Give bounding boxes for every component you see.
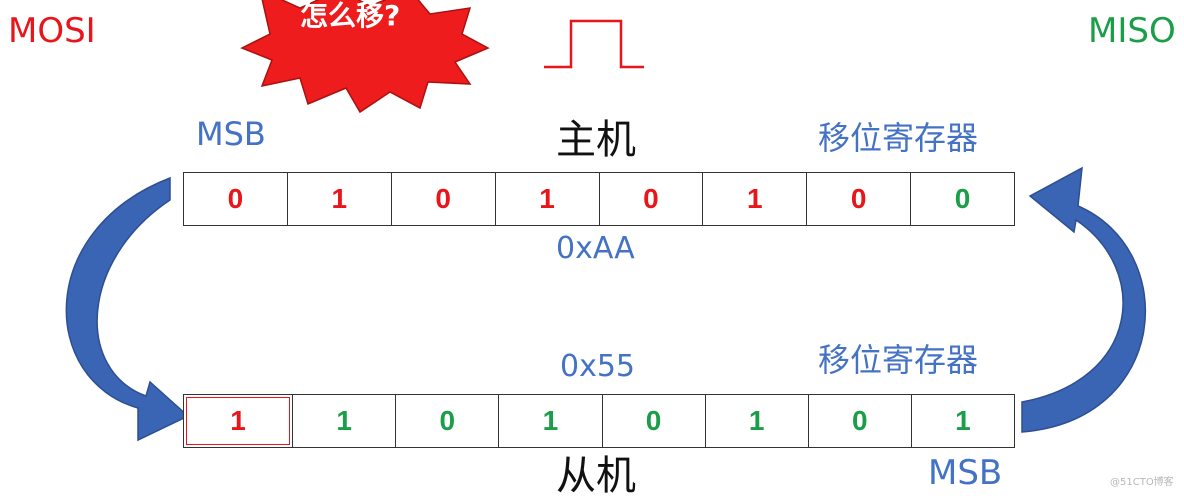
host-label: 主机 (556, 117, 636, 163)
register-bit-cell: 1 (292, 395, 395, 447)
hex-bottom-label: 0x55 (560, 349, 636, 384)
register-bit-cell: 0 (910, 173, 1014, 225)
msb-top-label: MSB (196, 115, 266, 153)
msb-bottom-label: MSB (928, 453, 1003, 493)
register-bit-cell: 0 (601, 395, 705, 447)
register-bit-cell: 1 (498, 395, 601, 447)
register-bit-cell: 1 (494, 173, 599, 225)
curved-arrow-down-right (65, 176, 190, 442)
register-bit-cell: 1 (704, 395, 808, 447)
mosi-label: MOSI (8, 11, 96, 51)
curved-arrow-up-left (1021, 166, 1147, 433)
clock-pulse-icon (544, 19, 644, 69)
register-bit-cell: 1 (286, 173, 391, 225)
register-bit-cell: 0 (806, 173, 910, 225)
slave-label: 从机 (556, 453, 636, 499)
register-bit-cell: 0 (395, 395, 498, 447)
register-bit-cell: 1 (186, 397, 291, 445)
register-bit-cell: 0 (390, 173, 495, 225)
shift-register-top-label: 移位寄存器 (818, 119, 979, 157)
miso-label: MISO (1088, 11, 1176, 51)
register-bit-cell: 0 (807, 395, 911, 447)
hex-top-label: 0xAA (556, 231, 635, 266)
watermark: @51CTO博客 (1110, 477, 1174, 488)
star-burst-callout (240, 0, 490, 114)
register-bit-cell: 1 (910, 395, 1014, 447)
star-callout-text: 怎么移? (300, 0, 401, 32)
shift-register-bottom-label: 移位寄存器 (818, 341, 979, 379)
register-bit-cell: 1 (702, 173, 806, 225)
register-bit-cell: 0 (227, 183, 244, 214)
register-bit-cell: 0 (598, 173, 703, 225)
